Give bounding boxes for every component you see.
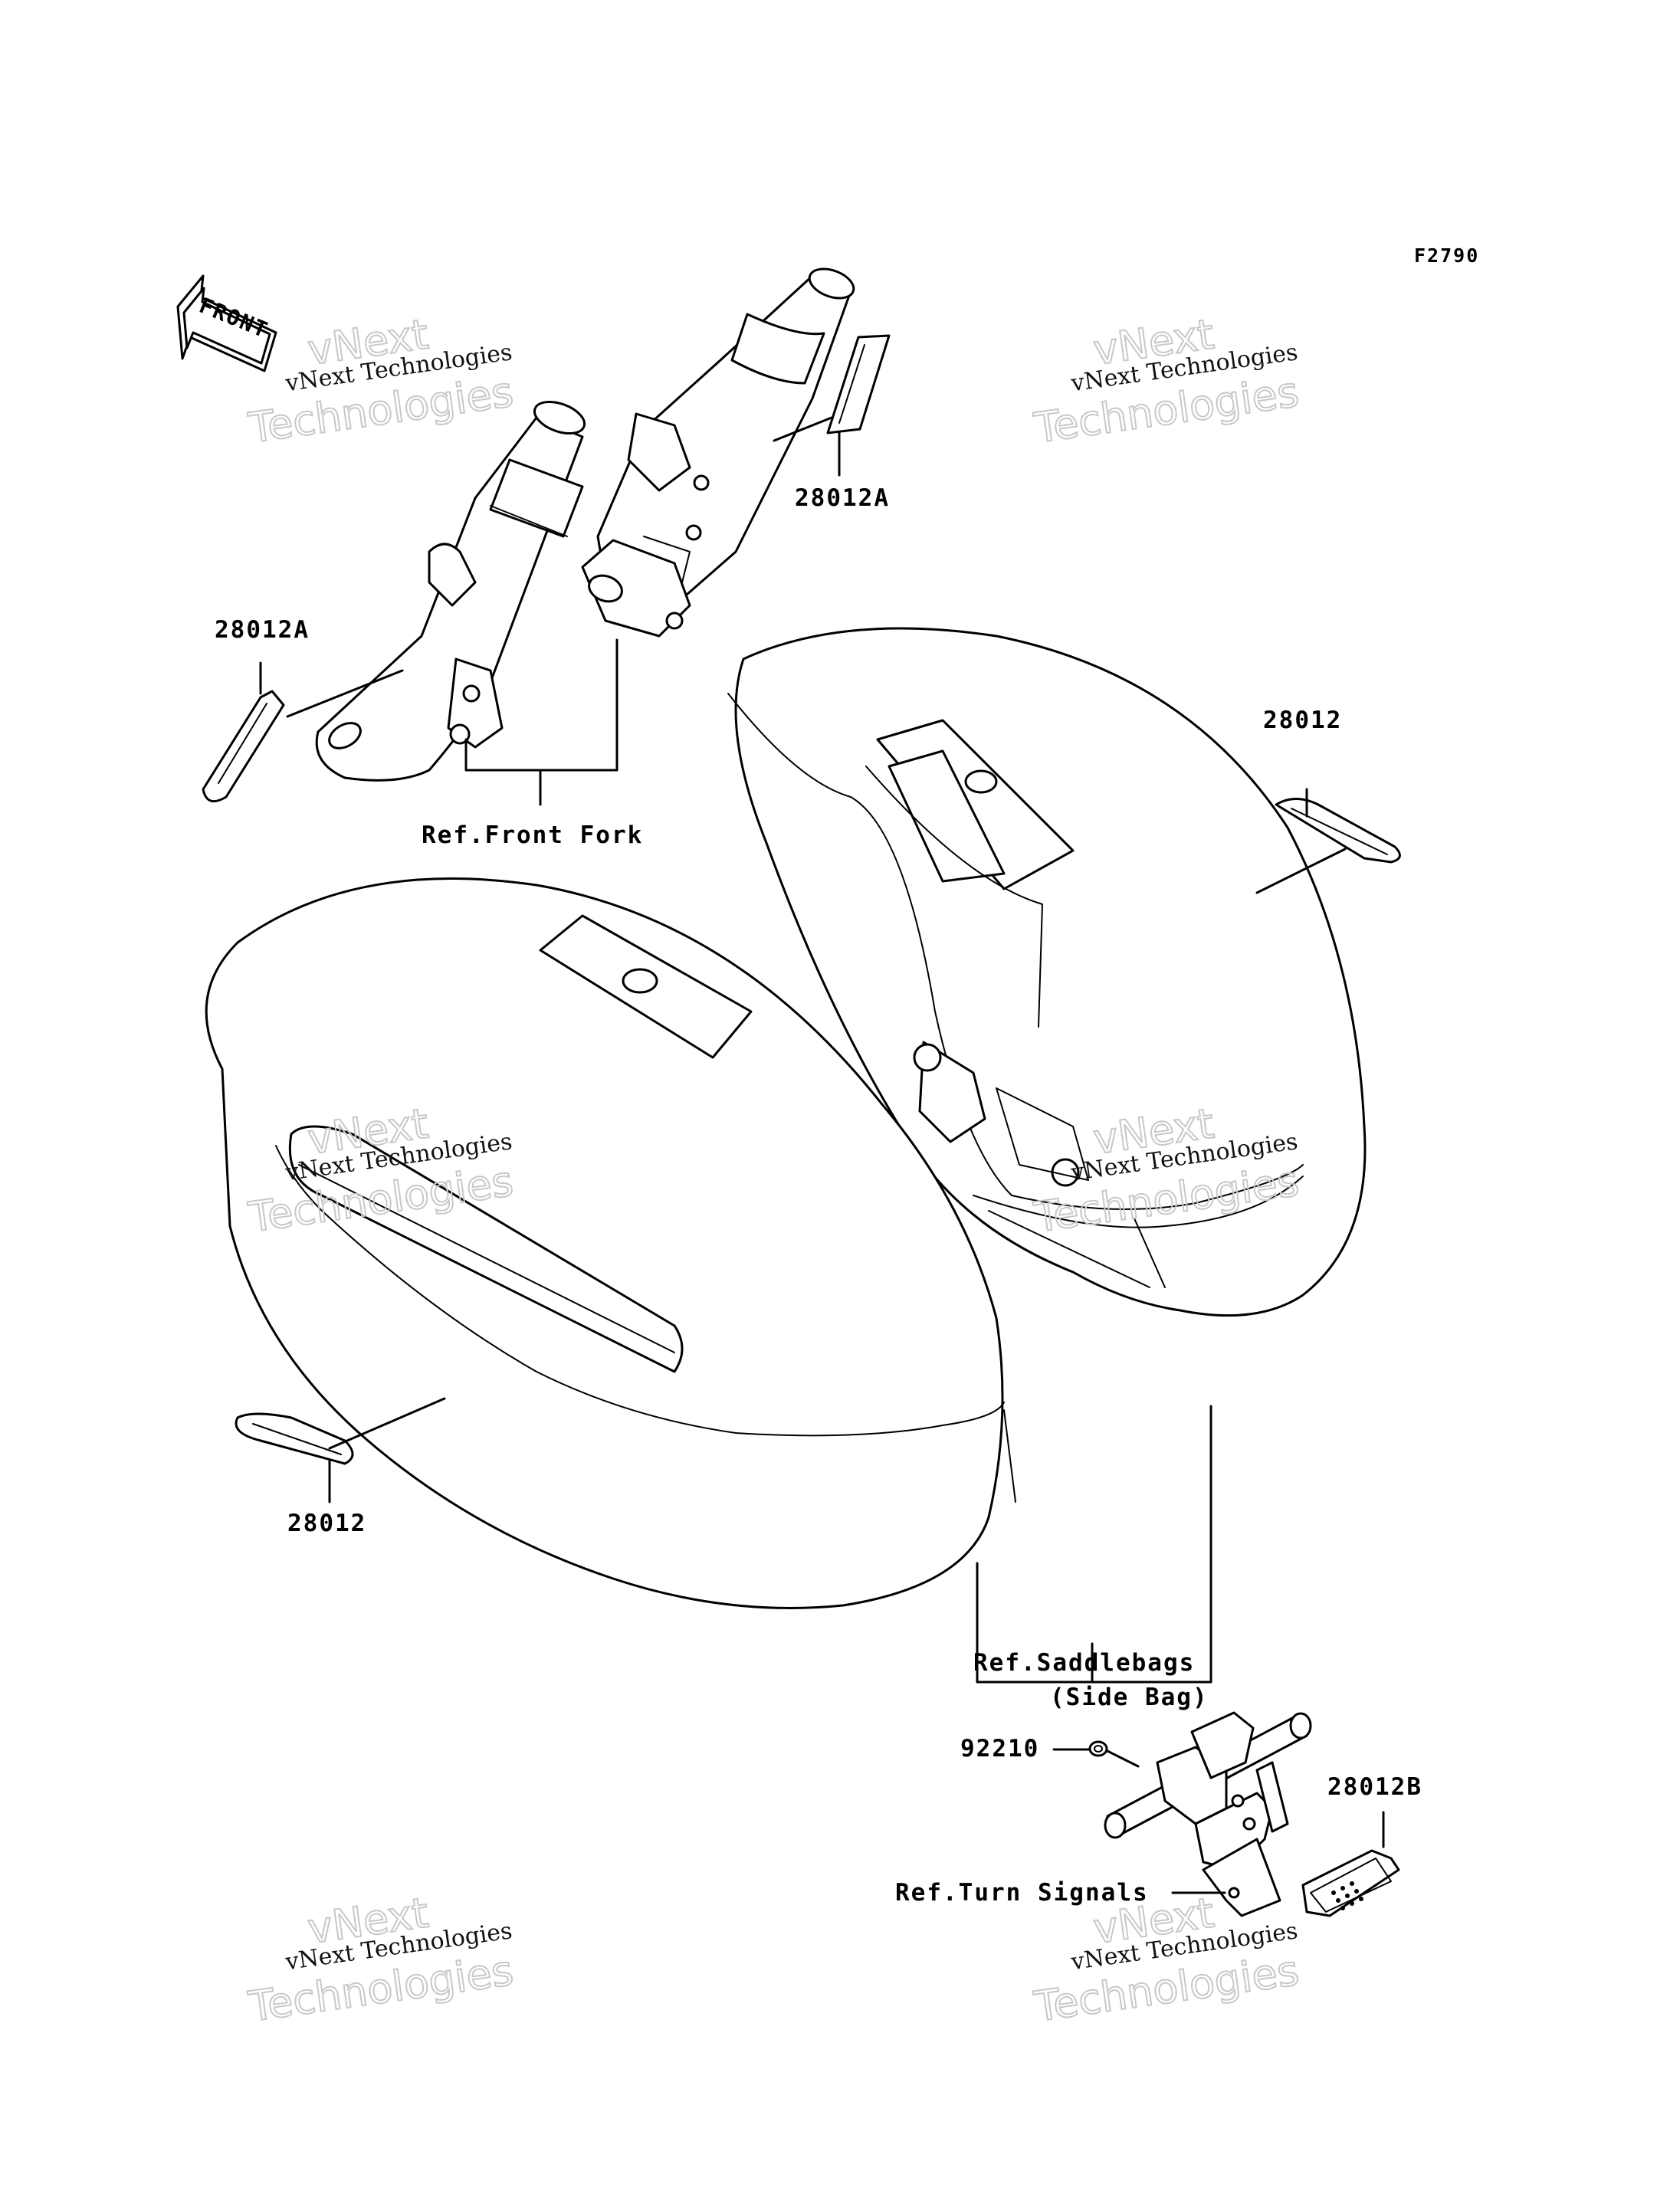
label-bag-left-part: 28012 [287,1510,366,1537]
watermark-top-left: vNext vNext Technologies Technologies [244,309,517,453]
ref-saddlebags-line2: (Side Bag) [1050,1684,1209,1711]
ref-saddlebags-line1: Ref.Saddlebags [973,1649,1195,1677]
bracket-saddlebags [976,1405,1212,1684]
reflector-texture [1331,1881,1363,1910]
saddlebag-right-illustration [727,627,1367,1317]
leader-bag-left [328,1397,446,1450]
watermark-top-right: vNext vNext Technologies Technologies [1030,309,1302,453]
part-28012A-right-illustration [826,334,891,434]
figure-code: F2790 [1414,244,1479,267]
ref-front-fork: Ref.Front Fork [422,821,643,849]
leader-bag-right [1255,848,1347,894]
label-bag-right-part: 28012 [1263,707,1342,734]
front-fork-right-illustration [581,267,855,638]
label-fork-right-part: 28012A [795,484,890,512]
part-92210-illustration [1088,1740,1108,1757]
saddlebag-left-illustration [205,877,1016,1609]
part-28012B-illustration [1301,1849,1400,1917]
watermark-bottom-left: vNext vNext Technologies Technologies [244,1887,517,2031]
part-28012A-left-illustration [202,690,285,803]
label-reflector-part: 28012B [1327,1773,1422,1801]
leader-left-fork [286,669,404,718]
front-arrow-icon: FRONT [176,274,277,372]
front-fork-left-illustration [315,400,586,782]
ref-turn-signals: Ref.Turn Signals [895,1879,1149,1907]
watermark-bottom-right: vNext vNext Technologies Technologies [1030,1887,1302,2031]
turn-signal-bracket-illustration [1104,1711,1312,1917]
leader-right-fork [773,416,833,442]
leader-92210-part [1106,1749,1140,1768]
part-28012-left-illustration [235,1412,354,1465]
label-fork-left-part: 28012A [215,616,310,644]
label-nut-part: 92210 [960,1735,1039,1763]
